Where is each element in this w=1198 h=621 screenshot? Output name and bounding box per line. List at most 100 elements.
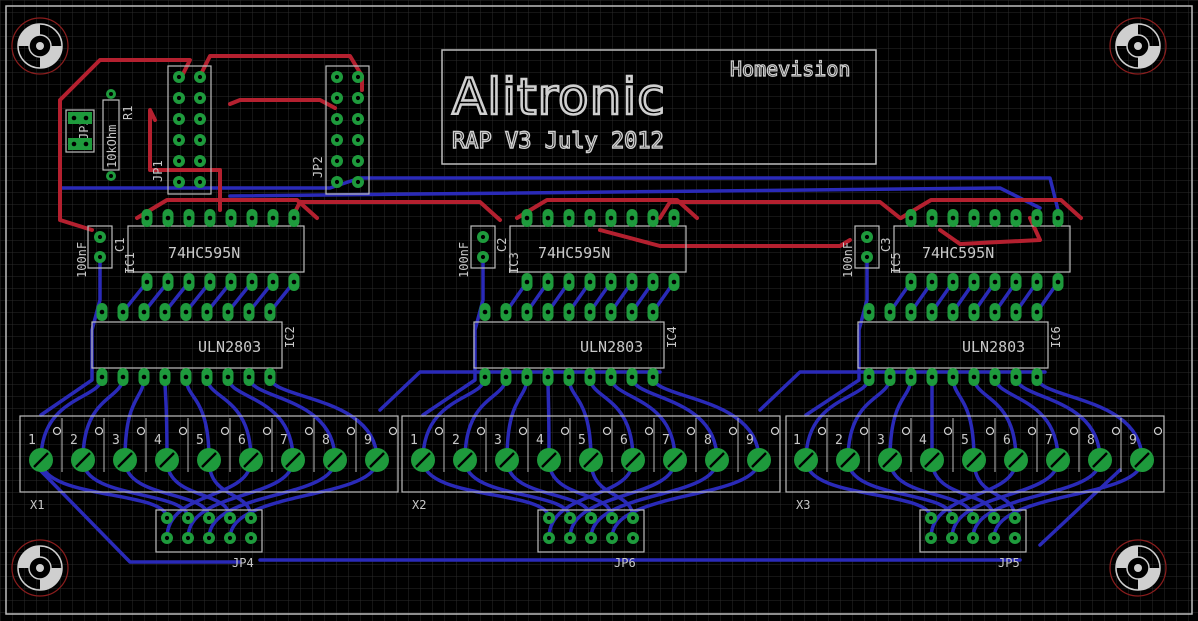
header-pad [606, 512, 618, 524]
terminal-screw-pad [962, 426, 995, 472]
mounting-holes [11, 17, 1167, 597]
driver-pad [947, 303, 959, 321]
jp3-pad [68, 112, 80, 124]
cap-3-value: 100nF [841, 242, 855, 278]
header-pad [627, 512, 639, 524]
header-3-ref: JP5 [998, 556, 1020, 570]
mounting-hole [11, 17, 69, 75]
pads [29, 65, 1163, 544]
driver-2-ref: IC4 [665, 326, 679, 348]
driver-pad [863, 368, 875, 386]
terminal-pin-number: 2 [70, 433, 78, 448]
driver-pad [264, 303, 276, 321]
capacitor-pad [861, 251, 873, 263]
jp2-pad [331, 134, 343, 146]
terminal-pin-number: 7 [662, 433, 670, 448]
driver-1 [91, 321, 283, 369]
header-pad [988, 512, 1000, 524]
terminal-screw-pad [453, 426, 486, 472]
shift-register-pad [947, 273, 959, 291]
header-pad [585, 532, 597, 544]
trace-power [804, 255, 869, 417]
shift-register-pad [288, 209, 300, 227]
trace-terminal-to-header [547, 458, 635, 540]
driver-pad [96, 303, 108, 321]
driver-pad [968, 303, 980, 321]
terminal-screw-pad [705, 426, 738, 472]
driver-pad [96, 368, 108, 386]
terminal-screw-pad [663, 426, 696, 472]
r1-value-label: 10kOhm [105, 125, 119, 168]
shift-register-pad [1052, 209, 1064, 227]
terminal-pin-number: 2 [452, 433, 460, 448]
driver-pad [605, 303, 617, 321]
jp1-pad [194, 134, 206, 146]
shift-register-3-label: 74HC595N [922, 244, 994, 262]
jp2-pad [331, 71, 343, 83]
shift-register-pad [668, 273, 680, 291]
jp1-pad [173, 113, 185, 125]
cap-2-ref: C2 [495, 238, 509, 252]
trace-driver-to-terminal [546, 375, 551, 462]
jp1-pad [173, 155, 185, 167]
driver-pad [626, 368, 638, 386]
terminal-screw-pad [836, 426, 869, 472]
header-pad [988, 532, 1000, 544]
terminal-pin-number: 8 [704, 433, 712, 448]
trace-cap-bus [598, 228, 852, 248]
jp2-pad [331, 92, 343, 104]
terminal-pin-number: 8 [1087, 433, 1095, 448]
jp2-pad [352, 71, 364, 83]
terminal-screw-pad [365, 426, 398, 472]
terminal-screw-pad [920, 426, 953, 472]
driver-pad [1010, 368, 1022, 386]
shift-register-pad [141, 273, 153, 291]
trace-jp1-route [148, 108, 222, 212]
trace-terminal-to-header [971, 458, 1102, 540]
header-pad [543, 532, 555, 544]
driver-pad [905, 303, 917, 321]
terminal-pin-number: 6 [1003, 433, 1011, 448]
terminal-screw-pad [1088, 426, 1121, 472]
trace-ic5-loop [938, 216, 1042, 246]
terminal-pin-number: 1 [28, 433, 36, 448]
header-pad [203, 532, 215, 544]
header-pad [606, 532, 618, 544]
header-2-ref: JP6 [614, 556, 636, 570]
shift-register-pad [542, 273, 554, 291]
shift-register-pad [926, 209, 938, 227]
header-pad [224, 532, 236, 544]
terminal-screw-pad [197, 426, 230, 472]
shift-register-pad [204, 273, 216, 291]
shift-register-pad [1010, 209, 1022, 227]
header-pad [203, 512, 215, 524]
terminal-pin-number: 9 [746, 433, 754, 448]
shift-register-pad [947, 209, 959, 227]
shift-register-pad [204, 209, 216, 227]
driver-pad [584, 303, 596, 321]
terminal-pin-number: 6 [238, 433, 246, 448]
jp1-pad [194, 176, 206, 188]
shift-register-pad [605, 273, 617, 291]
driver-pad [542, 368, 554, 386]
header-pad [585, 512, 597, 524]
trace-terminal-to-header [992, 458, 1144, 540]
terminal-pin-number: 5 [196, 433, 204, 448]
terminal-screw-pad [155, 426, 188, 472]
shift-register-1-label: 74HC595N [168, 244, 240, 262]
jp1-pad [194, 71, 206, 83]
driver-pad [926, 303, 938, 321]
driver-pad [563, 368, 575, 386]
cap-3-ref: C3 [879, 238, 893, 252]
terminal-3-ref: X3 [796, 498, 810, 512]
shift-register-pad [647, 209, 659, 227]
driver-pad [647, 368, 659, 386]
shift-register-pad [584, 273, 596, 291]
shift-register-pad [267, 273, 279, 291]
shift-register-pad [246, 209, 258, 227]
jp1-label: JP1 [151, 160, 165, 182]
terminal-screw-pad [1130, 426, 1163, 472]
shift-register-1-ref: IC1 [123, 252, 137, 274]
header-1-ref: JP4 [232, 556, 254, 570]
jp2-pad [352, 113, 364, 125]
